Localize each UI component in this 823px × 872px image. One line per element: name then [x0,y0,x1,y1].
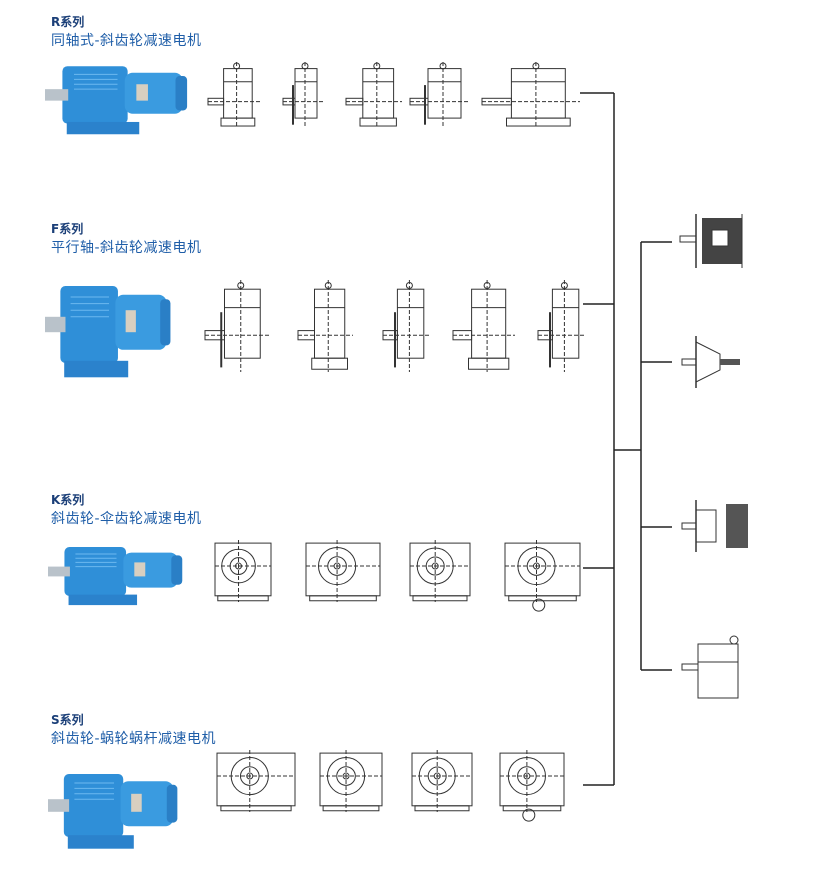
k-drawing-2 [305,540,381,602]
r-drawing-1 [207,62,260,128]
k-drawing-4 [504,540,581,612]
f-drawing-2 [297,280,353,372]
f-drawing-3 [382,280,431,372]
r-series-motor-photo [45,66,188,135]
f-drawing-5 [537,280,586,372]
f-series-motor-photo [45,286,171,378]
reducer-input-icon [681,635,739,699]
s-drawing-2 [319,750,383,812]
r-drawing-2 [282,62,323,128]
k-drawing-3 [409,540,471,602]
s-series-subtitle: 斜齿轮-蜗轮蜗杆减速电机 [51,731,217,747]
s-drawing-4 [499,750,565,822]
f-series-subtitle: 平行轴-斜齿轮减速电机 [51,240,202,256]
coupling-adapter-icon [681,500,748,552]
s-drawing-1 [216,750,296,812]
s-series-motor-photo [48,774,178,849]
k-drawing-1 [214,540,272,602]
r-series-subtitle: 同轴式-斜齿轮减速电机 [51,33,202,49]
k-series-subtitle: 斜齿轮-伞齿轮减速电机 [51,511,202,527]
r-drawing-5 [481,62,580,128]
r-drawing-4 [409,62,470,128]
r-series-title: R系列 [51,15,85,29]
k-series-motor-photo [48,547,183,606]
k-series-title: K系列 [51,493,85,507]
f-drawing-1 [204,280,270,372]
s-series-title: S系列 [51,713,84,727]
adapter-icon [681,336,740,388]
f-series-title: F系列 [51,222,84,236]
s-drawing-3 [411,750,473,812]
r-drawing-3 [345,62,402,128]
f-drawing-4 [452,280,515,372]
motor-icon [679,214,743,268]
